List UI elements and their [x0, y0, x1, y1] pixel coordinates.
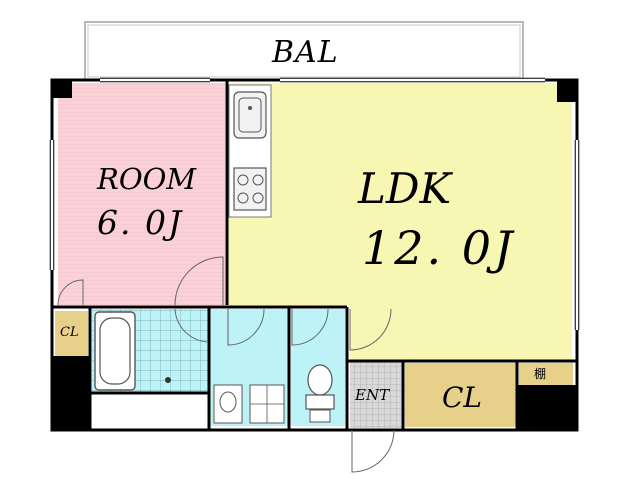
toilet-room — [291, 309, 345, 426]
windows — [51, 79, 578, 330]
entrance-area — [350, 362, 402, 428]
balcony — [84, 21, 524, 81]
kitchen-counter — [228, 84, 272, 218]
stove-icon — [233, 167, 267, 211]
small-closet-area — [55, 311, 88, 356]
ldk-area — [227, 83, 572, 360]
shower-icon — [165, 377, 171, 383]
bathroom — [92, 309, 208, 393]
pillars — [52, 80, 577, 430]
washroom — [210, 309, 288, 426]
washbasin-icon — [213, 384, 243, 424]
room-area — [58, 83, 225, 305]
door-swings — [57, 256, 395, 473]
shelf-area — [519, 363, 573, 385]
large-closet-area — [405, 363, 517, 427]
sink-icon — [233, 91, 267, 139]
bathtub-icon — [94, 311, 136, 391]
toilet-icon — [305, 364, 335, 423]
